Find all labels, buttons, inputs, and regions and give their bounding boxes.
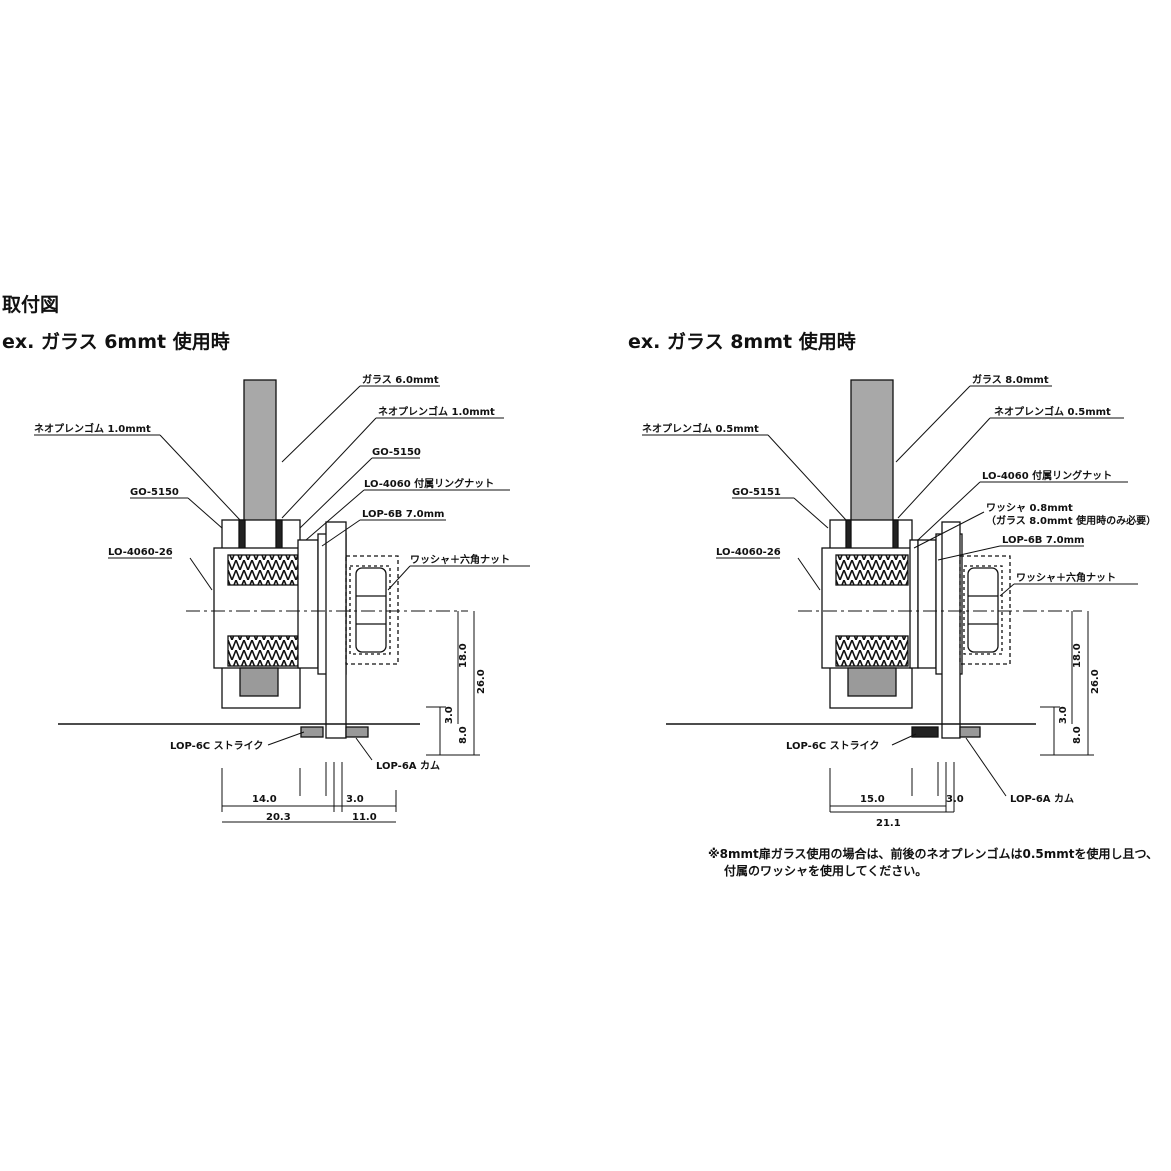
footnote: ※8mmt扉ガラス使用の場合は、前後のネオプレンゴムは0.5mmtを使用し且つ、…	[708, 846, 1168, 880]
left-dim-14: 14.0	[252, 794, 277, 805]
right-dim-3v: 3.0	[1058, 706, 1069, 724]
left-label-lo4060: LO-4060-26	[108, 547, 173, 558]
left-heading: ex. ガラス 6mmt 使用時	[2, 331, 230, 353]
right-dim-26: 26.0	[1090, 669, 1101, 694]
right-label-washer-nut: ワッシャ＋六角ナット	[1016, 571, 1116, 584]
right-label-neo-right: ネオプレンゴム 0.5mmt	[994, 405, 1111, 418]
left-dim-18: 18.0	[458, 643, 469, 668]
right-washer	[909, 539, 919, 669]
page-title: 取付図	[2, 294, 60, 316]
right-label-washer: ワッシャ 0.8mmt	[986, 502, 1073, 514]
right-dim-8: 8.0	[1072, 726, 1083, 744]
left-label-washer-nut: ワッシャ＋六角ナット	[410, 553, 510, 566]
left-label-cam: LOP-6A カム	[376, 760, 440, 772]
left-label-ringnut: LO-4060 付属リングナット	[364, 477, 494, 490]
left-dim-3v: 3.0	[444, 706, 455, 724]
right-dim-211: 21.1	[876, 818, 901, 829]
right-label-neo-left: ネオプレンゴム 0.5mmt	[642, 422, 759, 435]
left-label-go-right: GO-5150	[372, 447, 421, 458]
right-label-cam: LOP-6A カム	[1010, 793, 1074, 805]
left-ring-nut	[297, 539, 319, 669]
right-label-strike: LOP-6C ストライク	[786, 740, 879, 752]
left-dim-8: 8.0	[458, 726, 469, 744]
footnote-line2: 付属のワッシャを使用してください。	[724, 864, 928, 878]
left-cam	[345, 726, 369, 738]
right-label-ringnut: LO-4060 付属リングナット	[982, 469, 1112, 482]
left-label-lop6b: LOP-6B 7.0mm	[362, 509, 444, 520]
right-dim-18: 18.0	[1072, 643, 1083, 668]
right-label-washer-note: （ガラス 8.0mmt 使用時のみ必要）	[986, 514, 1156, 527]
left-dim-26: 26.0	[476, 669, 487, 694]
left-dim-11: 11.0	[352, 812, 377, 823]
right-label-glass: ガラス 8.0mmt	[972, 373, 1049, 386]
footnote-line1: ※8mmt扉ガラス使用の場合は、前後のネオプレンゴムは0.5mmtを使用し且つ、	[708, 847, 1159, 861]
right-ring-nut	[917, 539, 937, 669]
left-assembly	[34, 379, 530, 823]
right-dim-15: 15.0	[860, 794, 885, 805]
left-strike	[300, 726, 324, 738]
right-strike	[911, 726, 939, 738]
right-label-lop6b: LOP-6B 7.0mm	[1002, 535, 1084, 546]
left-dim-3h: 3.0	[346, 794, 364, 805]
left-hex-nut	[355, 567, 387, 653]
right-label-go-left: GO-5151	[732, 487, 781, 498]
left-label-neo-right: ネオプレンゴム 1.0mmt	[378, 405, 495, 418]
right-assembly	[642, 379, 1138, 813]
left-label-strike: LOP-6C ストライク	[170, 740, 263, 752]
left-label-glass: ガラス 6.0mmt	[362, 373, 439, 386]
left-label-go-left: GO-5150	[130, 487, 179, 498]
right-heading: ex. ガラス 8mmt 使用時	[628, 331, 856, 353]
left-label-neo-left: ネオプレンゴム 1.0mmt	[34, 422, 151, 435]
left-dim-203: 20.3	[266, 812, 291, 823]
right-hex-nut	[967, 567, 999, 653]
right-label-lo4060: LO-4060-26	[716, 547, 781, 558]
right-dim-3h: 3.0	[946, 794, 964, 805]
right-cam	[959, 726, 981, 738]
